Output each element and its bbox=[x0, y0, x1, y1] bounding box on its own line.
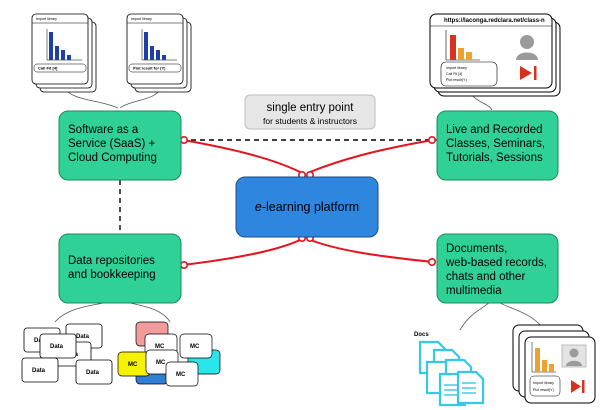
svg-text:MC: MC bbox=[190, 344, 200, 350]
node-saas: Software as a Service (SaaS) + Cloud Com… bbox=[58, 110, 182, 181]
center-label-rest: -learning platform bbox=[262, 200, 359, 214]
entry-point-box: single entry point for students & instru… bbox=[244, 94, 376, 130]
node-live-classes: Live and Recorded Classes, Seminars, Tut… bbox=[436, 110, 559, 181]
dashed-connectors bbox=[119, 139, 438, 234]
data-line-2: and bookkeeping bbox=[68, 269, 156, 281]
docs-line-3: chats and other bbox=[446, 271, 525, 283]
mc-cards: MC MC MC MC MC bbox=[117, 321, 221, 387]
data-sheet-5: Data bbox=[21, 357, 59, 383]
media-line-1: Import library bbox=[533, 381, 554, 385]
svg-text:Data: Data bbox=[76, 334, 90, 340]
live-line-1: Live and Recorded bbox=[446, 124, 543, 136]
mc-card-3: MC bbox=[117, 351, 151, 377]
live-class-window: https://laconga.redclara.net/class-n Imp… bbox=[429, 13, 561, 97]
docs-line-2: web-based records, bbox=[445, 257, 547, 269]
center-label-em: e bbox=[255, 200, 262, 214]
saas-window-1: Import library Call Fit [4] bbox=[31, 13, 97, 93]
node-data-repositories: Data repositories and bookkeeping bbox=[58, 233, 182, 304]
media-play-icon bbox=[571, 380, 585, 393]
docs-group: Docs bbox=[414, 332, 485, 407]
svg-text:Data: Data bbox=[32, 368, 46, 374]
data-sheets: Data Data Data Data Data Data bbox=[21, 323, 113, 385]
saas-line-3: Cloud Computing bbox=[68, 152, 157, 164]
saas-line-2: Service (SaaS) + bbox=[68, 138, 156, 150]
live-line-code-3: Plot result(Y) bbox=[446, 78, 467, 82]
data-sheet-6: Data bbox=[75, 359, 113, 385]
saas-line-1: Software as a bbox=[68, 124, 139, 136]
saas-window-1-footer: Call Fit [4] bbox=[38, 66, 58, 71]
saas-window-2-footer: Plot result for (Y) bbox=[133, 66, 166, 71]
svg-text:MC: MC bbox=[176, 372, 186, 378]
live-line-2: Classes, Seminars, bbox=[446, 138, 545, 150]
data-line-1: Data repositories bbox=[68, 255, 155, 267]
svg-text:MC: MC bbox=[155, 344, 165, 350]
play-icon bbox=[520, 66, 537, 80]
data-sheet-4: Data bbox=[39, 333, 77, 359]
svg-text:Data: Data bbox=[86, 370, 100, 376]
media-line-2: Plot result(Y) bbox=[533, 388, 554, 392]
docs-line-1: Documents, bbox=[446, 243, 507, 255]
node-documents: Documents, web-based records, chats and … bbox=[436, 233, 559, 304]
live-line-code-1: Import library bbox=[446, 66, 467, 70]
saas-window-2-header: Import library bbox=[131, 17, 152, 21]
mc-card-5: MC bbox=[165, 361, 199, 387]
docs-line-4: multimedia bbox=[446, 285, 502, 297]
svg-text:Data: Data bbox=[50, 344, 64, 350]
docs-label: Docs bbox=[414, 332, 429, 338]
red-connectors bbox=[182, 139, 434, 266]
live-line-3: Tutorials, Sessions bbox=[446, 152, 543, 164]
live-line-code-2: Call Fit [4] bbox=[446, 72, 462, 76]
mc-card-2: MC bbox=[179, 333, 213, 359]
entry-point-title: single entry point bbox=[267, 102, 355, 114]
saas-window-1-header: Import library bbox=[36, 17, 57, 21]
center-platform: e-learning platform bbox=[235, 176, 379, 238]
media-window: Import library Plot result(Y) bbox=[512, 324, 596, 404]
center-label: e-learning platform bbox=[255, 200, 359, 214]
entry-point-subtitle: for students & instructors bbox=[263, 116, 357, 126]
media-person-icon bbox=[561, 344, 587, 368]
svg-text:MC: MC bbox=[128, 362, 138, 368]
person-icon bbox=[516, 35, 538, 60]
svg-text:MC: MC bbox=[156, 360, 166, 366]
saas-window-2: Import library Plot result for (Y) bbox=[126, 13, 192, 93]
live-class-url: https://laconga.redclara.net/class-n bbox=[444, 18, 545, 24]
